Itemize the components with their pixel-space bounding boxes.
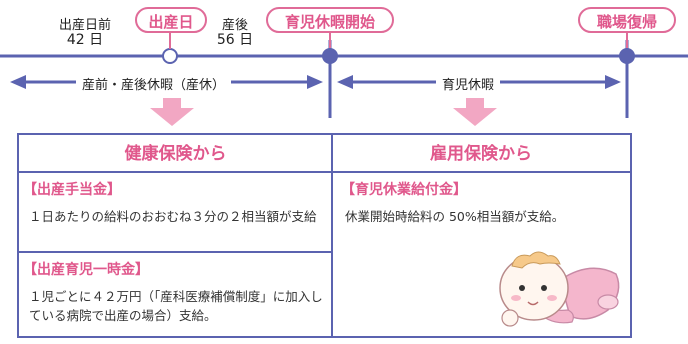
childcare-benefit-title: 【育児休業給付金】 [341,182,467,198]
birth-marker [162,48,178,64]
return-to-work-pill: 職場復帰 [578,7,676,33]
childcare-start-pill: 育児休暇開始 [266,7,394,33]
childcare-leave-label: 育児休暇 [436,74,501,93]
before-birth-label-line2: 42 日 [66,32,104,48]
birth-date-pill: 出産日 [135,7,207,33]
health-insurance-header: 健康保険から [19,135,332,173]
after-birth-label-line2: 56 日 [216,32,254,48]
employment-insurance-header: 雇用保険から [332,135,630,173]
childcare-start-marker [322,48,338,64]
after-birth-label: 産後 56 日 [212,18,258,48]
lump-sum-text: １児ごとに４２万円（「産科医療補償制度」に加入している病院で出産の場合）支給。 [29,289,323,323]
column-divider [331,135,333,336]
lump-sum-title: 【出産育児一時金】 [23,262,149,278]
before-birth-label: 出産日前 42 日 [55,18,115,48]
childcare-benefit-text: 休業開始時給料の 50%相当額が支給。 [345,209,565,224]
birth-allowance-text: １日あたりの給料のおおむね３分の２相当額が支給 [29,209,317,224]
left-row-divider [19,251,331,253]
maternity-leave-label: 産前・産後休暇（産休） [76,74,232,93]
down-arrow-right [453,98,497,126]
down-arrow-left [150,98,194,126]
baby-illustration [499,251,620,327]
before-birth-label-line1: 出産日前 [58,18,111,33]
birth-allowance-title: 【出産手当金】 [23,182,121,198]
after-birth-label-line1: 産後 [221,18,248,33]
return-marker [619,48,635,64]
benefits-table: 健康保険から 雇用保険から 【出産手当金】 １日あたりの給料のおおむね３分の２相… [17,133,632,338]
